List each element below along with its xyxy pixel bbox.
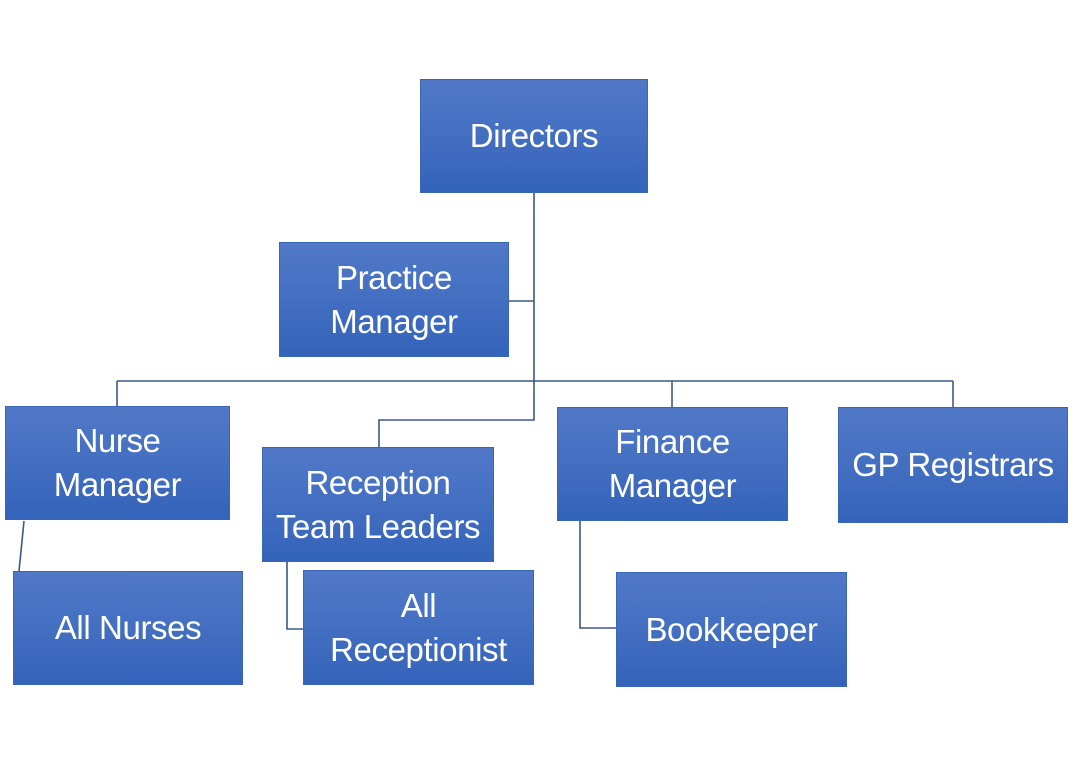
org-node-nurse-manager: Nurse Manager bbox=[5, 406, 230, 520]
org-node-all-nurses: All Nurses bbox=[13, 571, 243, 685]
org-node-practice-manager: Practice Manager bbox=[279, 242, 509, 357]
connector-reception-to-all-receptionist bbox=[286, 562, 303, 630]
connector-finance-to-bookkeeper bbox=[579, 521, 616, 629]
org-node-finance-manager: Finance Manager bbox=[557, 407, 788, 521]
org-node-all-receptionist: All Receptionist bbox=[303, 570, 534, 685]
org-node-reception-team-leaders: Reception Team Leaders bbox=[262, 447, 494, 562]
org-node-gp-registrars: GP Registrars bbox=[838, 407, 1068, 523]
connector-nurse-to-all-nurses bbox=[18, 520, 25, 572]
org-node-bookkeeper: Bookkeeper bbox=[616, 572, 847, 687]
org-node-directors: Directors bbox=[420, 79, 648, 193]
